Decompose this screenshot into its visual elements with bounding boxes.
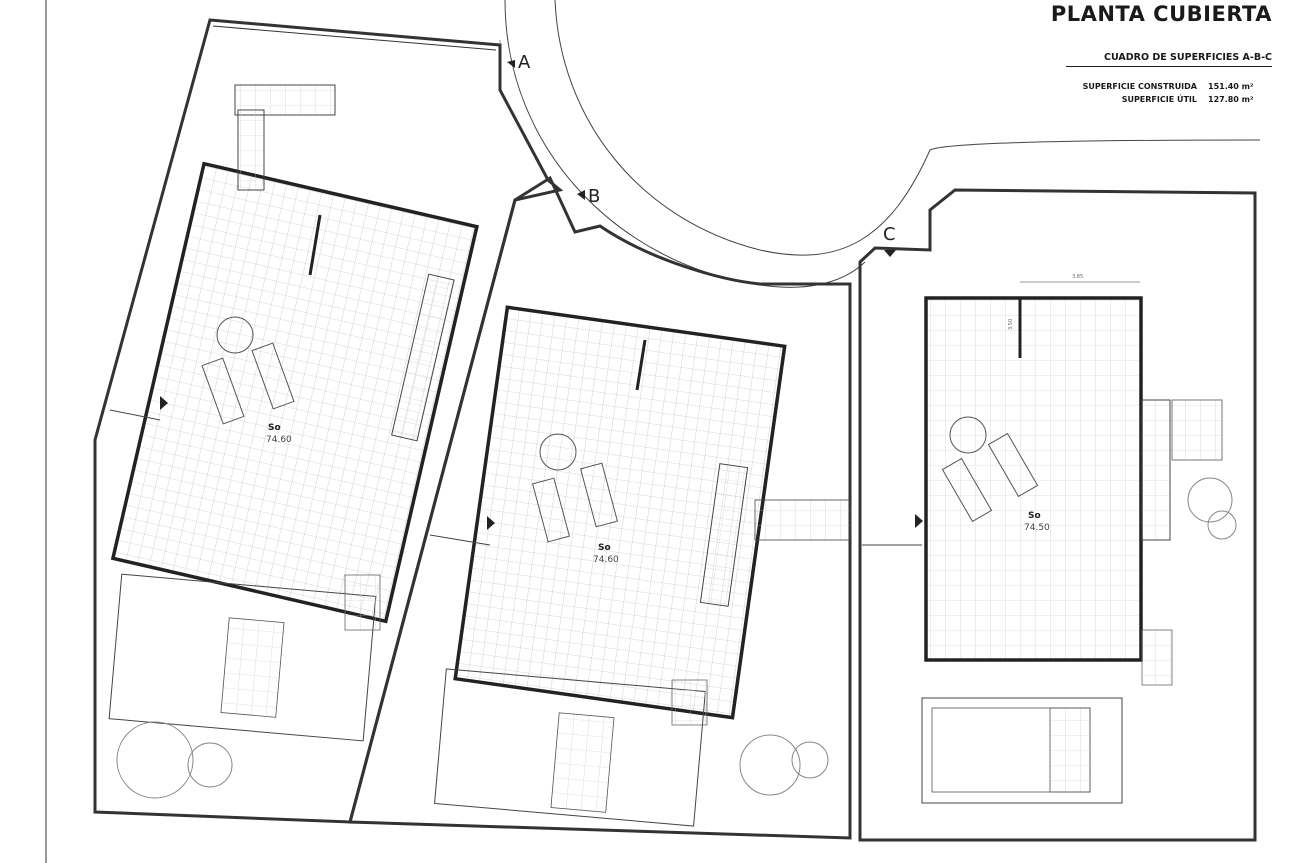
entry-arrow-c xyxy=(915,514,923,528)
access-arrow-c xyxy=(884,250,896,257)
plot-b-boundary xyxy=(348,175,852,840)
access-label-a: A xyxy=(518,52,531,73)
sunbed-c1 xyxy=(941,457,993,523)
pool-a xyxy=(108,573,377,742)
room-a-name: So xyxy=(268,423,281,433)
room-b-name: So xyxy=(598,543,611,553)
terrace-a-tiled xyxy=(110,161,479,624)
surface-built-label: SUPERFICIE CONSTRUIDA xyxy=(1082,82,1197,91)
umbrella-b xyxy=(539,433,577,471)
access-label-b: B xyxy=(588,186,600,207)
access-arrow-b xyxy=(577,190,585,200)
entry-arrow-a xyxy=(160,396,168,410)
surface-table-rule xyxy=(1066,66,1272,67)
plot-c-boundary xyxy=(858,188,1257,842)
surface-table-title: CUADRO DE SUPERFICIES A-B-C xyxy=(1104,52,1272,63)
road xyxy=(499,0,1261,288)
access-arrow-a xyxy=(507,60,515,68)
surface-built-value: 151.40 m² xyxy=(1208,82,1254,91)
room-a-area: 74.60 xyxy=(266,435,292,445)
dimension-width: 3.85 xyxy=(1072,274,1083,280)
tree-c2 xyxy=(1207,510,1237,540)
stair-a xyxy=(391,273,455,442)
sunbed-a1 xyxy=(201,357,245,425)
stair-a-side xyxy=(237,109,265,191)
entry-arrow-b xyxy=(487,516,495,530)
plot-c xyxy=(858,188,1257,842)
tree-b1 xyxy=(739,734,801,796)
plot-a xyxy=(93,18,564,824)
surface-useful-value: 127.80 m² xyxy=(1208,95,1254,104)
tree-c1 xyxy=(1187,477,1233,523)
tree-a1 xyxy=(116,721,194,799)
sunbed-b1 xyxy=(531,477,571,543)
surface-useful-label: SUPERFICIE ÚTIL xyxy=(1121,95,1197,104)
room-c-name: So xyxy=(1028,511,1041,521)
tree-a2 xyxy=(187,742,233,788)
access-label-c: C xyxy=(883,224,896,245)
sunbed-b2 xyxy=(579,462,619,528)
page-title: PLANTA CUBIERTA xyxy=(1050,2,1272,26)
plot-a-boundary xyxy=(93,18,564,824)
pool-c xyxy=(921,697,1123,804)
pool-b xyxy=(434,668,706,827)
room-c-area: 74.50 xyxy=(1024,523,1050,533)
stair-c xyxy=(1141,399,1171,541)
umbrella-a xyxy=(216,316,254,354)
sunbed-c2 xyxy=(987,432,1039,498)
sunbed-a2 xyxy=(251,342,295,410)
tree-b2 xyxy=(791,741,829,779)
umbrella-c xyxy=(949,416,987,454)
plot-b xyxy=(348,175,852,840)
dimension-height: 3.50 xyxy=(1008,319,1014,330)
stair-b xyxy=(699,463,749,607)
room-b-area: 74.60 xyxy=(593,555,619,565)
